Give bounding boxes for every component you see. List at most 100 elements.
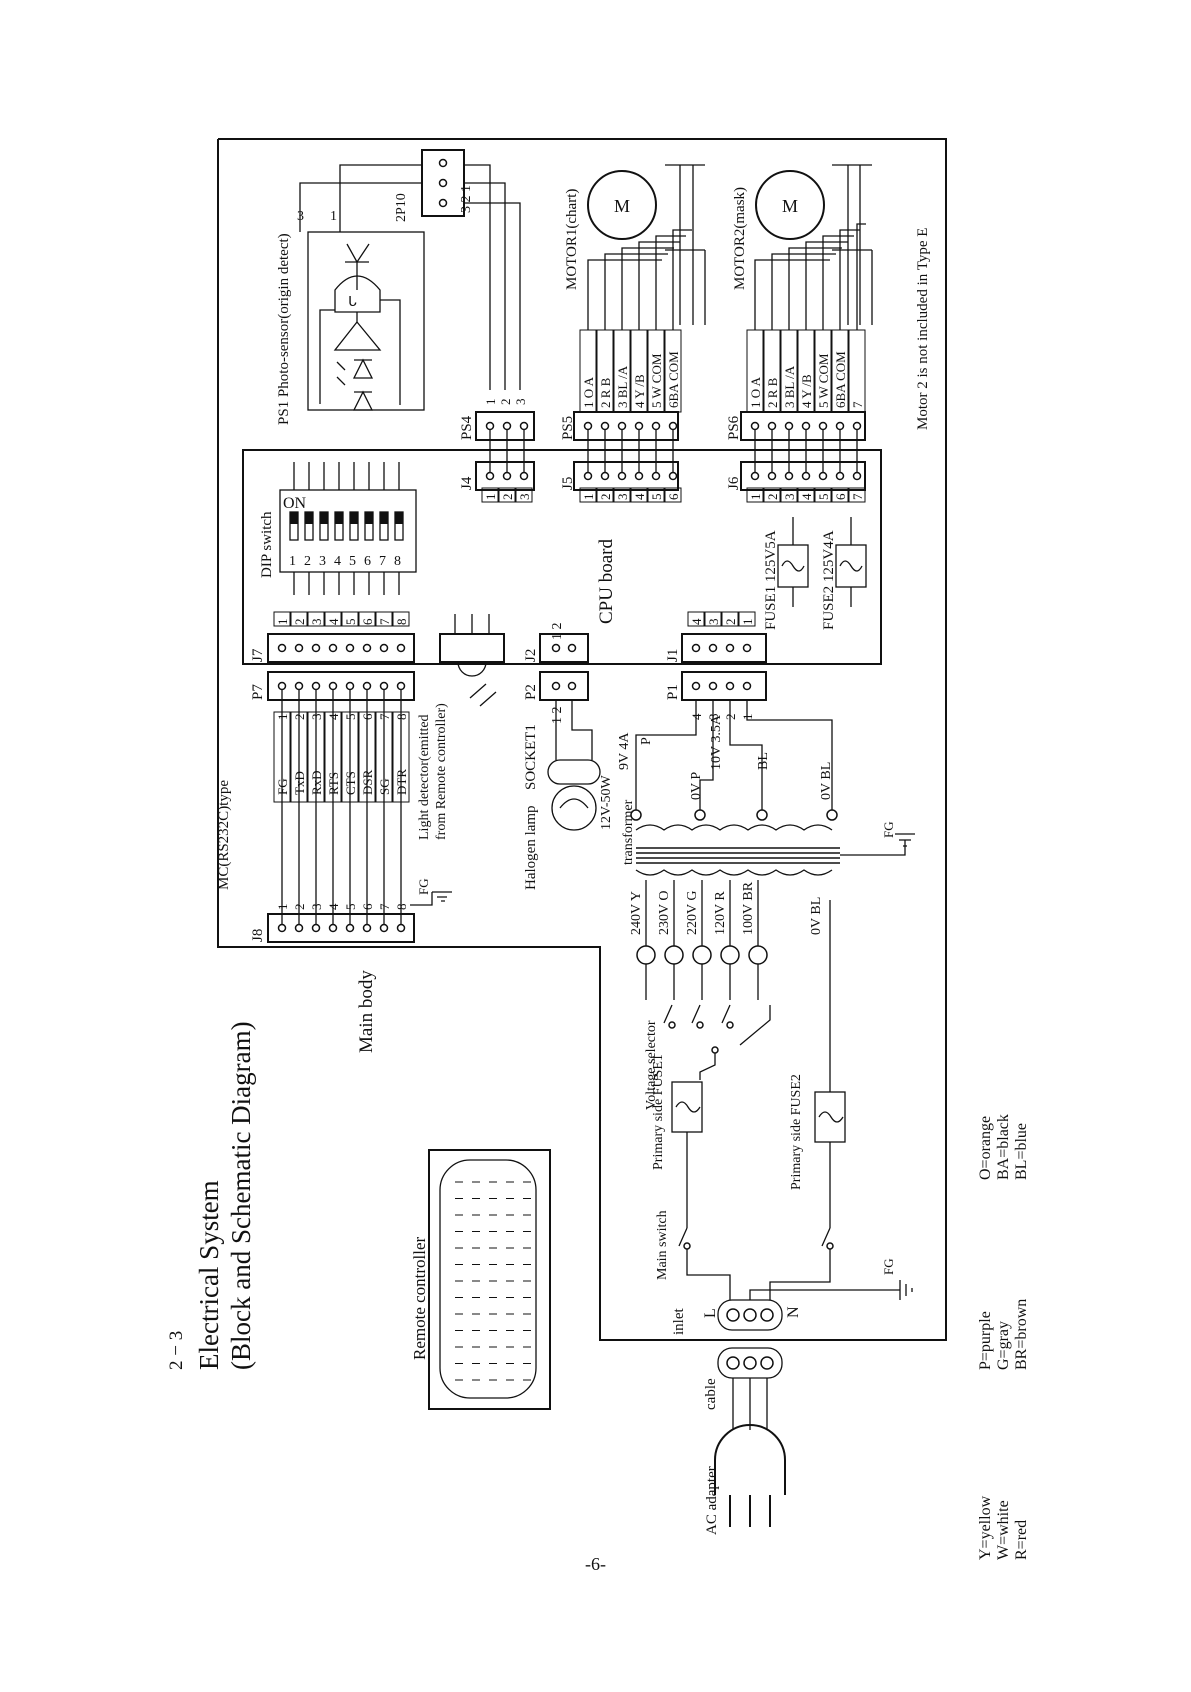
j8-pin-number: 4 — [326, 903, 341, 910]
terminal-n: N — [785, 1306, 802, 1318]
transformer-fg-label: FG — [881, 821, 896, 838]
p1-pin — [725, 681, 735, 691]
j1-label: J1 — [665, 649, 681, 662]
p1-pin — [691, 681, 701, 691]
secondary-tap-label: BL — [756, 752, 771, 770]
legend-entry: W=white — [995, 1500, 1012, 1560]
j4-pin — [519, 421, 529, 431]
p1-pin — [742, 681, 752, 691]
j4-pin-number: 2 — [500, 494, 515, 501]
primary-fuse1-label: Primary side FUSE1 — [651, 1054, 666, 1170]
primary-tap-label: 100V BR — [741, 881, 756, 935]
p7-pin — [362, 681, 372, 691]
motor2-pin — [767, 421, 777, 431]
dip-switch-on-label: ON — [283, 495, 307, 512]
motor1-pin — [617, 421, 627, 431]
j7-pin-cell — [375, 611, 393, 627]
motor2-pin — [818, 421, 828, 431]
secondary-tap-terminal — [756, 809, 768, 821]
j4-pin-cell — [515, 487, 533, 503]
motor2-wire — [839, 229, 860, 330]
motor1-wire-label: 2 R B — [598, 377, 613, 408]
j7-pin-number: 3 — [309, 619, 324, 626]
j4-pin-cell — [481, 487, 499, 503]
j6-label: J6 — [726, 476, 742, 490]
j8-pin-number: 1 — [275, 904, 290, 911]
main-body-outline: Main body — [217, 138, 947, 1341]
motor2-pin-number: 3 — [782, 494, 797, 501]
j7-pin — [379, 643, 389, 653]
j7-pin-cell — [307, 611, 325, 627]
motor1-pin-number: 3 — [615, 494, 630, 501]
p7-pin-number: 8 — [394, 714, 409, 721]
j8-pin-number: 5 — [343, 904, 358, 911]
lamp-rating: 12V-50W — [599, 775, 614, 830]
j7-pin-number: 4 — [326, 618, 341, 625]
j2-label: J2 — [523, 649, 539, 662]
j1-pin-cell — [687, 611, 705, 627]
dip-switch-number: 3 — [319, 554, 326, 569]
j7-label: J7 — [250, 648, 266, 662]
ac-adapter-label: AC adapter — [704, 1466, 720, 1535]
dip-switch-number: 6 — [364, 554, 371, 569]
dip-switch-knob — [365, 512, 373, 524]
motor1-wire — [604, 253, 668, 330]
rs232-signal: CTS — [343, 771, 358, 795]
motor1-pin-number: 1 — [581, 494, 596, 501]
secondary-tap-label: P — [639, 737, 654, 745]
motor1-pin — [634, 421, 644, 431]
motor2-pin-cell — [814, 487, 832, 503]
j8-pin — [294, 923, 304, 933]
page-subtitle: (Block and Schematic Diagram) — [226, 1021, 256, 1370]
p7-pin — [277, 681, 287, 691]
motor1-pin — [634, 471, 644, 481]
motor2-pin-number: 7 — [850, 493, 865, 500]
lamp-circuit: J2 P2 1 2 1 2 Halogen lamp SOCKET1 12V-5… — [523, 623, 614, 891]
dip-switch-label: DIP switch — [259, 511, 275, 578]
legend-entry: BL=blue — [1013, 1123, 1030, 1180]
j7-pin — [362, 643, 372, 653]
motor1-wire-label: 6BA COM — [666, 351, 681, 408]
motor2-wire — [771, 253, 836, 330]
p7-pin — [294, 681, 304, 691]
motor1-pin-number: 5 — [649, 494, 664, 501]
motor2-symbol — [755, 170, 825, 240]
motor2-wire-cell — [848, 329, 866, 413]
j7-pin — [311, 643, 321, 653]
motor2-pin — [818, 471, 828, 481]
halogen-lamp-label: Halogen lamp — [523, 805, 539, 890]
section-number: 2 − 3 — [166, 1331, 187, 1370]
cable-label: cable — [703, 1378, 719, 1410]
motor2-pin — [784, 471, 794, 481]
motor2-pin — [852, 471, 862, 481]
motor2-wire-label: 2 R B — [765, 377, 780, 408]
primary-tap-terminal — [692, 945, 712, 965]
ps4-pin-number: 2 — [498, 399, 513, 406]
j1-pin-number: 2 — [723, 619, 738, 626]
ps1-photo-sensor: PS1 Photo-sensor(origin detect) ᒐ 3 1 2P… — [276, 149, 521, 425]
remote-controller: Remote controller — [410, 1149, 551, 1410]
main-switch-label: Main switch — [655, 1210, 670, 1280]
motor1-pin-number: 6 — [666, 493, 681, 500]
rs232-signal-cell — [392, 711, 410, 803]
motor2-pin — [835, 421, 845, 431]
p7-pin-number: 5 — [343, 714, 358, 721]
motor1-pin-cell — [579, 487, 597, 503]
motor1-pin — [600, 471, 610, 481]
motor2-pin — [835, 471, 845, 481]
j4-pin — [519, 471, 529, 481]
j8-pin-number: 3 — [309, 904, 324, 911]
j8-pin — [396, 923, 406, 933]
socket-label: SOCKET1 — [523, 724, 539, 790]
secondary-tap-terminal — [630, 809, 642, 821]
p1-wire — [746, 700, 833, 815]
j7-pin — [396, 643, 406, 653]
motor2-wire — [856, 223, 866, 330]
motor1-pin — [668, 421, 678, 431]
p7-pin-number: 1 — [275, 714, 290, 721]
primary-circuit: Voltage selector Primary side FUSE1 Prim… — [644, 900, 913, 1300]
